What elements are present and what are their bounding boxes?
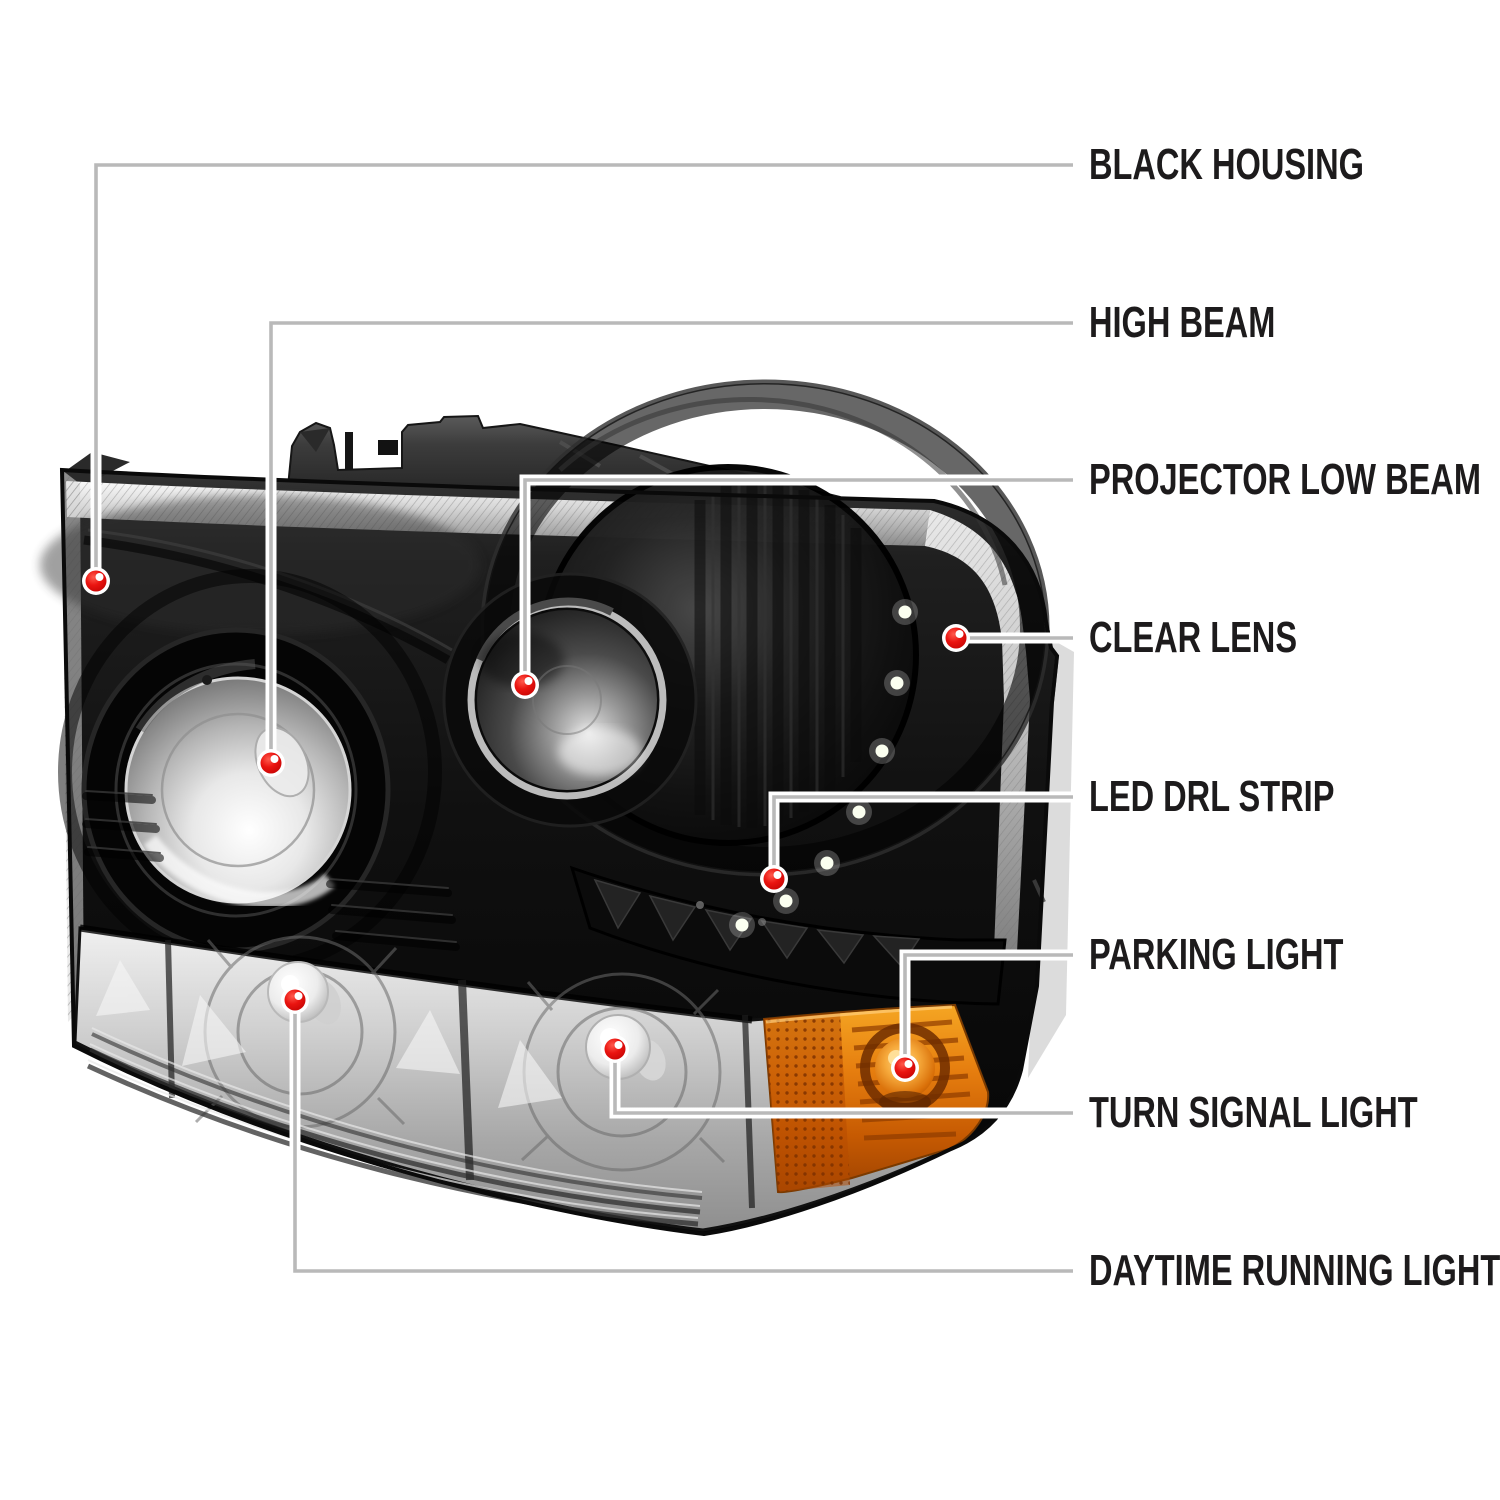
leader-line-black-housing [94, 163, 1073, 581]
leader-line-turn-signal-light [613, 1049, 1073, 1115]
callout-label-turn-signal-light: TURN SIGNAL LIGHT [1089, 1088, 1418, 1137]
callout-label-projector-low-beam: PROJECTOR LOW BEAM [1089, 455, 1481, 504]
leader-line-daytime-running-light [293, 1000, 1073, 1273]
callout-marker-led-drl-strip [763, 868, 785, 890]
callout-label-black-housing: BLACK HOUSING [1089, 140, 1364, 189]
leader-line-high-beam [269, 321, 1073, 763]
leader-line-outline [899, 949, 1073, 1068]
callout-marker-turn-signal-light [604, 1038, 626, 1060]
callout-marker-high-beam [260, 752, 282, 774]
leader-line-outline [265, 317, 1073, 763]
callout-marker-highlight [95, 573, 104, 581]
reflector-flute-highlights [711, 480, 845, 827]
strip-ribs [86, 1027, 703, 1227]
callout-label-high-beam: HIGH BEAM [1089, 298, 1276, 347]
leader-line-outline [90, 159, 1073, 581]
callout-marker-highlight [614, 1041, 623, 1049]
leader-line-outline [289, 1000, 1073, 1277]
callout-marker-projector-low-beam [514, 674, 536, 696]
leader-line-outline [609, 1049, 1073, 1119]
leader-line-outline [768, 791, 1073, 879]
callout-marker-highlight [524, 677, 533, 685]
reflector-flutes [694, 480, 862, 828]
leader-line-outline [519, 474, 1073, 685]
callout-marker-clear-lens [945, 627, 967, 649]
callout-marker-highlight [955, 630, 964, 638]
leader-line-projector-low-beam [523, 478, 1073, 685]
callout-marker-highlight [294, 992, 303, 1000]
callout-label-daytime-running-light: DAYTIME RUNNING LIGHT [1089, 1246, 1500, 1295]
leader-line-led-drl-strip [772, 795, 1073, 879]
leader-line-parking-light [903, 953, 1073, 1068]
housing-grooves [82, 790, 460, 951]
callout-marker-parking-light [894, 1057, 916, 1079]
callout-marker-black-housing [85, 570, 107, 592]
callout-marker-highlight [270, 755, 279, 763]
callout-marker-highlight [773, 871, 782, 879]
callout-label-parking-light: PARKING LIGHT [1089, 930, 1344, 979]
callout-label-clear-lens: CLEAR LENS [1089, 613, 1298, 662]
led-drl-dots [729, 599, 918, 938]
strip-sparkles [96, 960, 562, 1108]
callout-label-led-drl-strip: LED DRL STRIP [1089, 772, 1335, 821]
callout-marker-highlight [904, 1060, 913, 1068]
amber-signal-lens [762, 1003, 990, 1194]
callout-marker-daytime-running-light [284, 989, 306, 1011]
high-beam-lamp [58, 569, 442, 975]
